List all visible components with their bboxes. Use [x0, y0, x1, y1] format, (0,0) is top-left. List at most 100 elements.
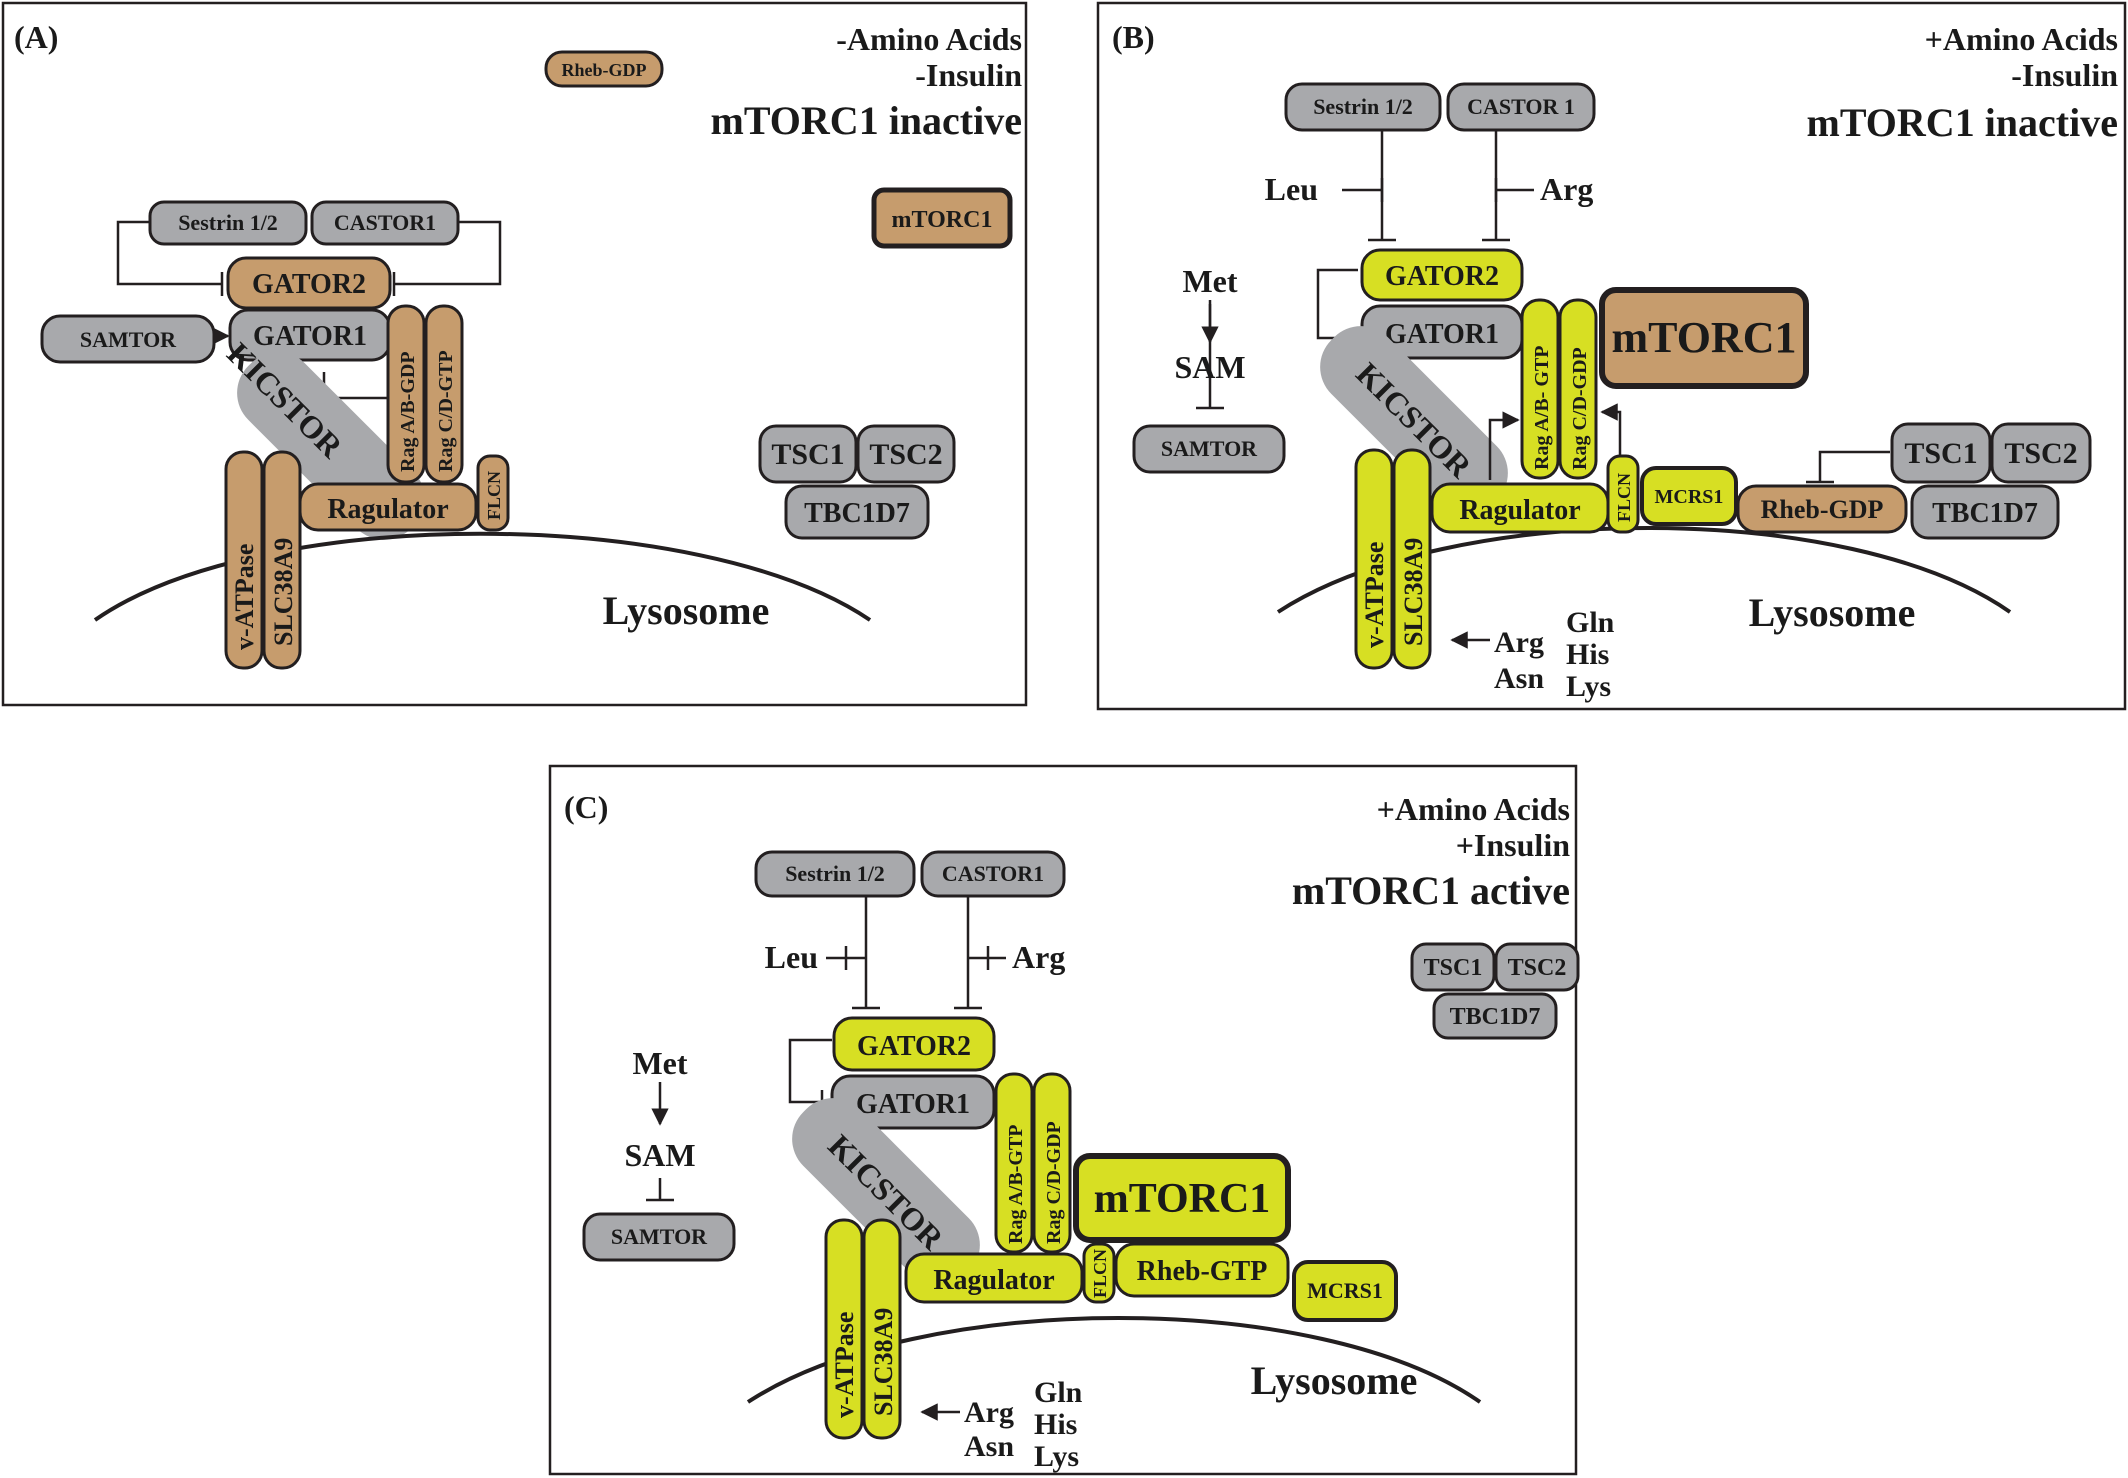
- c-sam: SAM: [624, 1137, 695, 1173]
- b-aa-lys: Lys: [1566, 670, 1611, 703]
- c-mcrs1: MCRS1: [1292, 1260, 1398, 1322]
- svg-text:GATOR1: GATOR1: [1385, 319, 1499, 350]
- c-mtorc1: mTORC1: [1073, 1153, 1291, 1243]
- c-aa-gln: Gln: [1034, 1376, 1083, 1409]
- b-arg: Arg: [1540, 171, 1593, 207]
- panel-c-cond-2: +Insulin: [1456, 827, 1571, 863]
- panel-a-state: mTORC1 inactive: [711, 98, 1022, 143]
- c-lysosome-label: Lysosome: [1251, 1358, 1418, 1403]
- svg-text:CASTOR1: CASTOR1: [334, 210, 436, 235]
- c-met: Met: [632, 1045, 687, 1081]
- svg-text:mTORC1: mTORC1: [892, 207, 993, 233]
- svg-text:SLC38A9: SLC38A9: [269, 538, 298, 646]
- b-gator1: GATOR1: [1360, 304, 1524, 360]
- panel-c-state: mTORC1 active: [1292, 868, 1570, 913]
- svg-text:MCRS1: MCRS1: [1307, 1278, 1383, 1303]
- panel-a-label: (A): [14, 19, 58, 55]
- svg-text:Rag C/D-GDP: Rag C/D-GDP: [1043, 1121, 1065, 1244]
- svg-text:TSC1: TSC1: [771, 438, 844, 471]
- b-tsc1: TSC1: [1890, 422, 1992, 484]
- c-castor: CASTOR1: [920, 850, 1066, 898]
- svg-text:mTORC1: mTORC1: [1612, 313, 1797, 362]
- b-sam: SAM: [1174, 349, 1245, 385]
- a-sestrin: Sestrin 1/2: [148, 200, 308, 246]
- a-rheb-gdp: Rheb-GDP: [544, 50, 664, 88]
- a-lysosome-membrane: [93, 531, 872, 622]
- b-arrows: [1450, 403, 1890, 649]
- c-rag-ab: Rag A/B-GTP: [994, 1072, 1034, 1254]
- panel-a-frame: [1, 1, 1028, 707]
- svg-text:FLCN: FLCN: [1614, 473, 1634, 522]
- a-mtorc1: mTORC1: [871, 187, 1013, 249]
- panel-b-cond-1: +Amino Acids: [1925, 21, 2118, 57]
- c-tsc2: TSC2: [1494, 942, 1580, 992]
- panel-b-frame: [1096, 1, 2127, 711]
- svg-text:FLCN: FLCN: [484, 471, 504, 520]
- a-vatpase: v-ATPase: [224, 450, 264, 670]
- svg-text:TBC1D7: TBC1D7: [1450, 1004, 1541, 1030]
- a-tsc2: TSC2: [856, 424, 956, 484]
- svg-text:TBC1D7: TBC1D7: [804, 498, 910, 529]
- svg-text:MCRS1: MCRS1: [1655, 486, 1724, 508]
- b-rag-ab: Rag A/B- GTP: [1520, 298, 1560, 480]
- b-leu: Leu: [1265, 171, 1318, 207]
- svg-text:SLC38A9: SLC38A9: [869, 1308, 898, 1416]
- svg-text:CASTOR1: CASTOR1: [942, 861, 1044, 886]
- svg-text:mTORC1: mTORC1: [1094, 1176, 1271, 1222]
- a-rag-ab: Rag A/B-GDP: [386, 304, 426, 484]
- c-aa-his: His: [1034, 1408, 1077, 1441]
- c-flcn: FLCN: [1082, 1242, 1116, 1304]
- b-tbc1d7: TBC1D7: [1910, 484, 2060, 540]
- b-gator2: GATOR2: [1360, 248, 1524, 302]
- svg-text:SAMTOR: SAMTOR: [1161, 436, 1258, 461]
- svg-text:CASTOR 1: CASTOR 1: [1467, 94, 1575, 119]
- svg-text:GATOR2: GATOR2: [857, 1031, 971, 1062]
- b-vatpase: v-ATPase: [1354, 448, 1394, 670]
- svg-text:Sestrin 1/2: Sestrin 1/2: [785, 861, 885, 886]
- c-inhibition-lines: [646, 896, 1006, 1202]
- a-gator1: GATOR1: [228, 308, 392, 362]
- svg-text:TBC1D7: TBC1D7: [1932, 498, 2038, 529]
- panel-b: (B) +Amino Acids -Insulin mTORC1 inactiv…: [1096, 1, 2127, 711]
- svg-text:Rag C/D-GTP: Rag C/D-GTP: [435, 350, 457, 472]
- panel-a: (A) -Amino Acids -Insulin mTORC1 inactiv…: [1, 1, 1028, 707]
- c-tsc1: TSC1: [1410, 942, 1496, 992]
- c-ragulator: Ragulator: [904, 1252, 1084, 1304]
- c-aa-arg: Arg: [964, 1396, 1014, 1429]
- c-vatpase: v-ATPase: [824, 1218, 864, 1440]
- svg-text:v-ATPase: v-ATPase: [230, 544, 259, 650]
- b-aa-arg: Arg: [1494, 626, 1544, 659]
- svg-text:Rag A/B-GDP: Rag A/B-GDP: [397, 351, 419, 472]
- c-rag-cd: Rag C/D-GDP: [1032, 1072, 1072, 1254]
- a-slc38a9: SLC38A9: [262, 450, 302, 670]
- c-rheb-gtp: Rheb-GTP: [1114, 1242, 1290, 1298]
- svg-text:Rag C/D-GDP: Rag C/D-GDP: [1569, 347, 1591, 470]
- svg-text:TSC2: TSC2: [2004, 437, 2077, 470]
- panel-c-cond-1: +Amino Acids: [1377, 791, 1570, 827]
- svg-text:GATOR1: GATOR1: [253, 321, 367, 352]
- panel-a-cond-2: -Insulin: [915, 57, 1022, 93]
- svg-text:Ragulator: Ragulator: [1459, 495, 1580, 526]
- b-mtorc1: mTORC1: [1599, 287, 1809, 389]
- b-sestrin: Sestrin 1/2: [1284, 82, 1442, 132]
- svg-text:Rheb-GDP: Rheb-GDP: [1761, 495, 1884, 524]
- svg-text:Rag A/B-GTP: Rag A/B-GTP: [1005, 1125, 1027, 1244]
- svg-text:SAMTOR: SAMTOR: [611, 1224, 708, 1249]
- panel-a-cond-1: -Amino Acids: [836, 21, 1022, 57]
- b-samtor: SAMTOR: [1132, 424, 1286, 474]
- b-castor: CASTOR 1: [1446, 82, 1596, 132]
- a-tbc1d7: TBC1D7: [784, 484, 930, 540]
- svg-text:GATOR1: GATOR1: [856, 1089, 970, 1120]
- c-tbc1d7: TBC1D7: [1432, 992, 1558, 1040]
- c-leu: Leu: [765, 939, 818, 975]
- panel-c-label: (C): [564, 789, 608, 825]
- c-arg: Arg: [1012, 939, 1065, 975]
- b-rheb-gdp: Rheb-GDP: [1736, 484, 1908, 534]
- b-tsc2: TSC2: [1990, 422, 2092, 484]
- panel-b-label: (B): [1112, 19, 1155, 55]
- b-met: Met: [1182, 263, 1237, 299]
- panel-b-cond-2: -Insulin: [2011, 57, 2118, 93]
- svg-text:TSC1: TSC1: [1424, 955, 1483, 981]
- svg-text:GATOR2: GATOR2: [1385, 261, 1499, 292]
